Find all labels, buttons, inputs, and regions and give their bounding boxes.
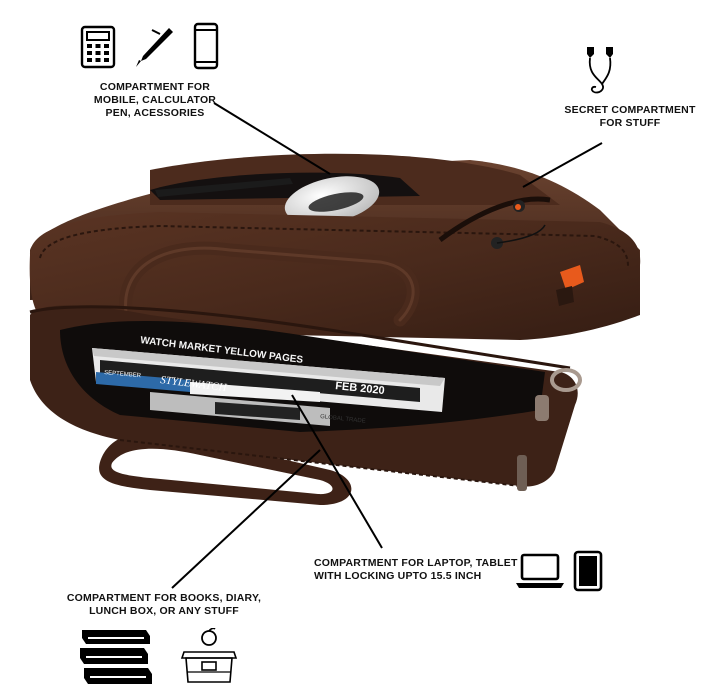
calculator-icon bbox=[80, 25, 116, 69]
callout-line: MOBILE, CALCULATOR bbox=[93, 94, 217, 106]
leader-line-laptop bbox=[291, 394, 383, 549]
callout-line: LUNCH BOX, OR ANY STUFF bbox=[89, 605, 239, 617]
mobile-phone-icon bbox=[193, 22, 219, 70]
callout-line: COMPARTMENT FOR BOOKS, DIARY, bbox=[66, 592, 262, 604]
lunch-box-icon bbox=[178, 628, 240, 688]
books-stack-icon bbox=[76, 626, 156, 688]
callout-line: PEN, ACESSORIES bbox=[105, 107, 205, 119]
secret-compartment-callout: SECRET COMPARTMENT FOR STUFF bbox=[562, 104, 698, 130]
callout-line: WITH LOCKING UPTO 15.5 INCH bbox=[314, 570, 482, 582]
magazine-side-text: SEPTEMBER bbox=[104, 370, 142, 379]
leader-line-secret bbox=[522, 142, 603, 188]
tablet-icon bbox=[573, 550, 603, 592]
callout-line: COMPARTMENT FOR bbox=[99, 81, 211, 93]
leader-line-books bbox=[171, 449, 321, 589]
callout-line: SECRET COMPARTMENT bbox=[564, 104, 696, 116]
pen-icon bbox=[132, 24, 176, 70]
magazine-date-text: FEB 2020 bbox=[335, 380, 386, 397]
laptop-compartment-callout: COMPARTMENT FOR LAPTOP, TABLET WITH LOCK… bbox=[314, 557, 518, 583]
mobile-compartment-callout: COMPARTMENT FOR MOBILE, CALCULATOR PEN, … bbox=[90, 81, 220, 120]
leader-line-mobile bbox=[213, 102, 331, 175]
callout-line: COMPARTMENT FOR LAPTOP, TABLET bbox=[314, 557, 518, 569]
books-compartment-callout: COMPARTMENT FOR BOOKS, DIARY, LUNCH BOX,… bbox=[66, 592, 262, 618]
magazine-bottom-text: GLOBAL TRADE bbox=[320, 414, 366, 425]
laptop-icon bbox=[514, 552, 566, 590]
earphones-icon bbox=[578, 44, 622, 96]
callout-line: FOR STUFF bbox=[599, 117, 661, 129]
